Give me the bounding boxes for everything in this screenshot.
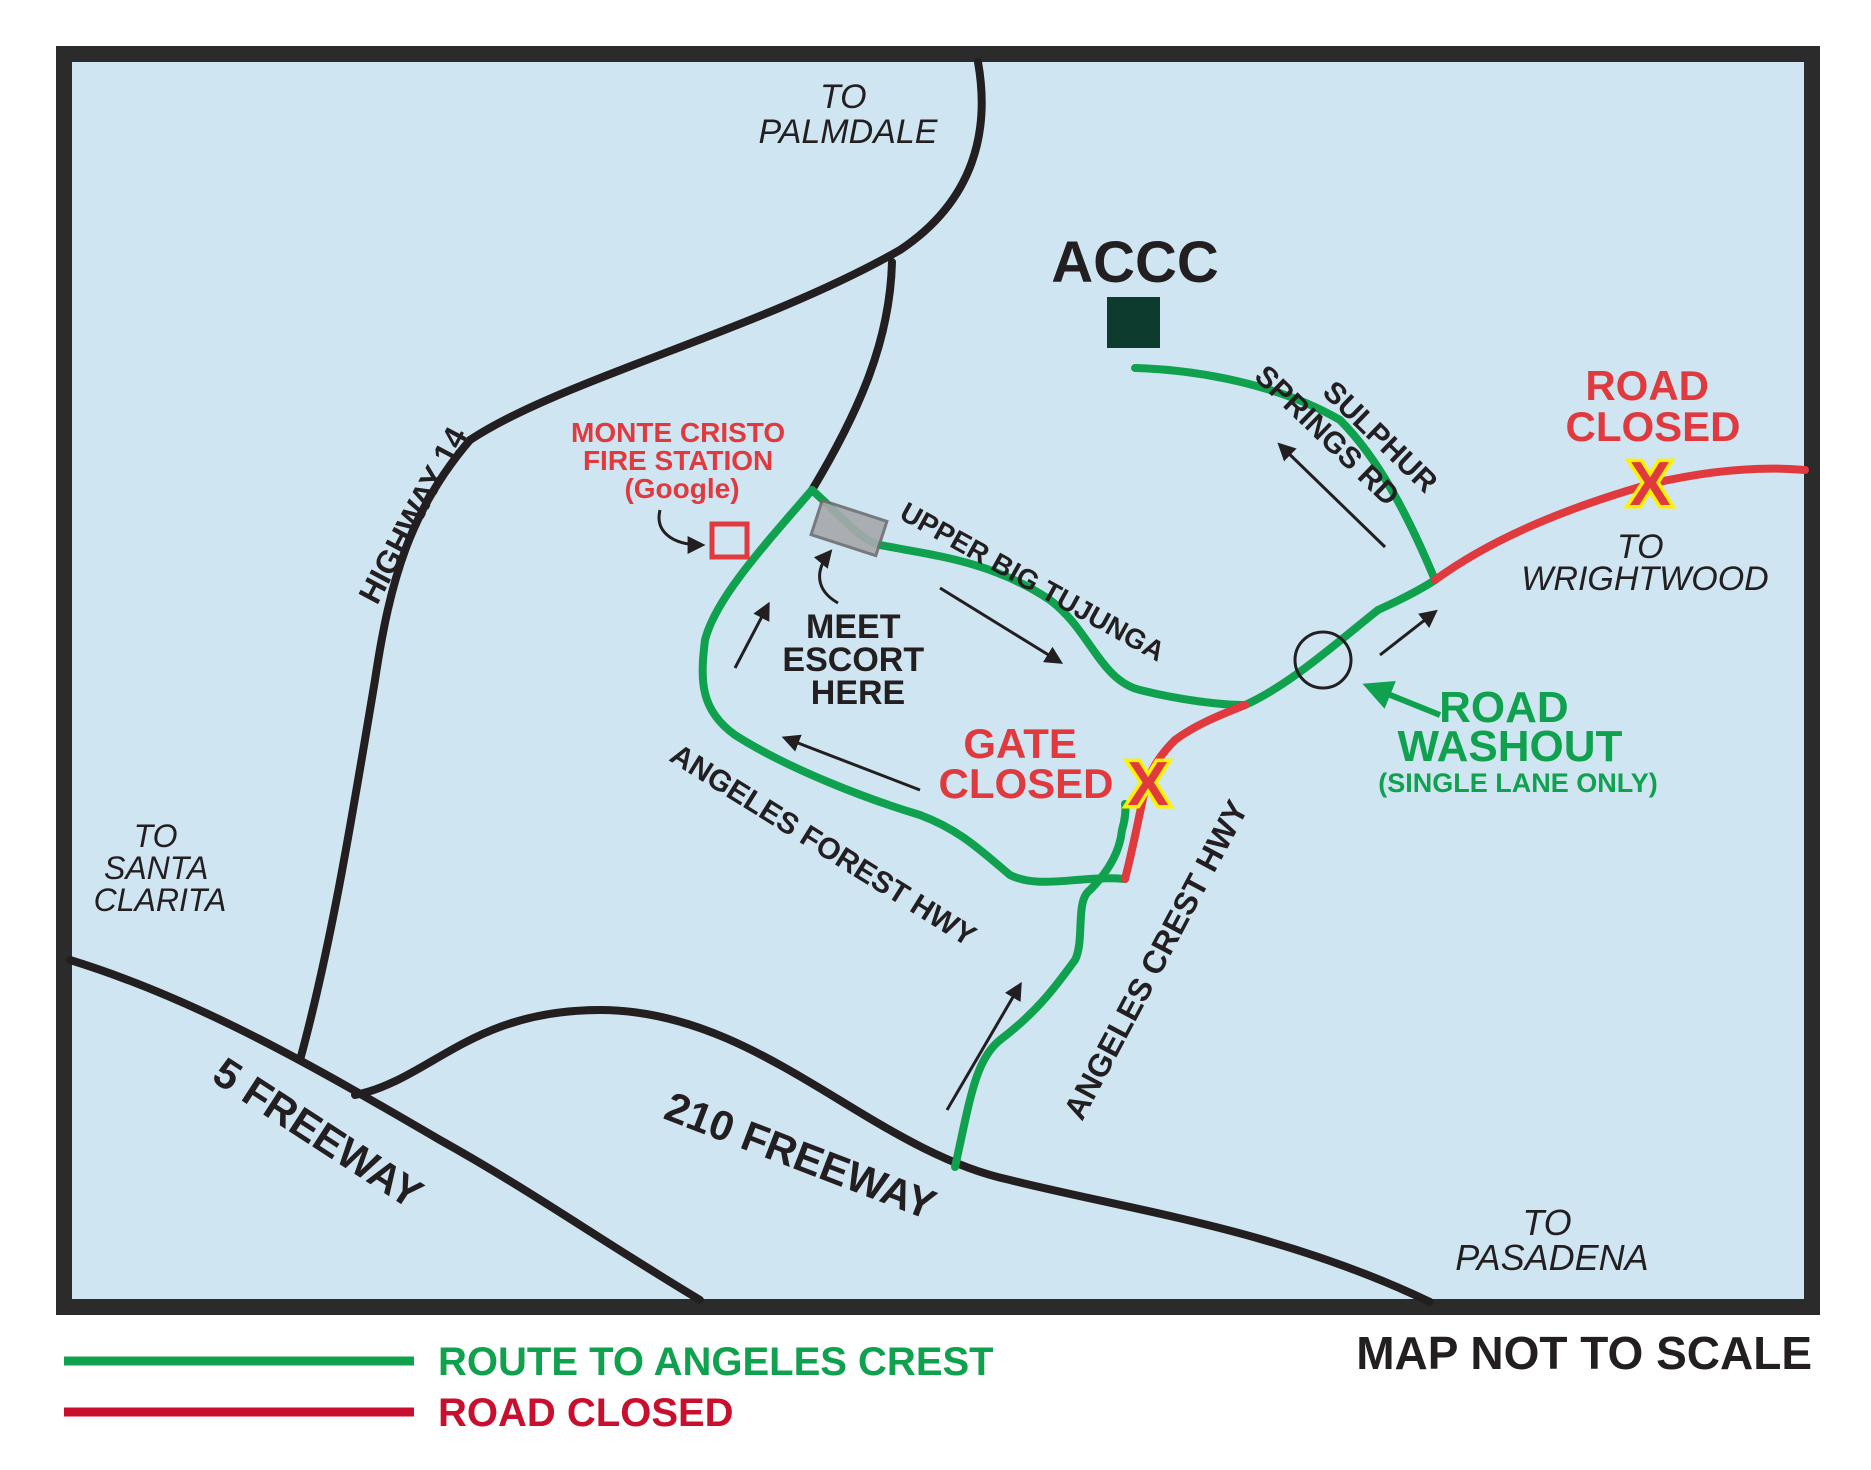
legend-route-label: ROUTE TO ANGELES CREST [438,1340,994,1384]
washout-note-label: (SINGLE LANE ONLY) [1378,768,1658,798]
to-wrightwood-label: TO WRIGHTWOOD [1521,528,1768,598]
route-angeles-crest-hwy-upper [1241,576,1439,709]
to-santa-clarita-label: TO SANTA CLARITA [94,818,227,918]
freeway-210-road [351,1006,1434,1306]
arrow-crest-up [945,981,1022,1111]
legend-closed-label: ROAD CLOSED [438,1391,734,1435]
to-palmdale-label: TO PALMDALE [759,78,938,151]
accc-square [1107,297,1160,348]
route-angeles-forest-hwy [698,486,1129,886]
scale-note-label: MAP NOT TO SCALE [1356,1327,1812,1379]
arrow-sulphur-up [1277,442,1387,549]
road-washout-label: ROAD WASHOUT [1398,683,1623,771]
arrow-tujunga-down [939,586,1064,664]
route-sulphur-springs-rd [1131,364,1439,584]
svg-text:X: X [1127,750,1168,819]
arrow-meet-escort [813,549,839,605]
road-to-palmdale [466,58,986,444]
arrow-washout [1362,681,1442,718]
map-legend: ROUTE TO ANGELES CREST ROAD CLOSED MAP N… [64,1327,1812,1435]
closed-gate-segment [1121,701,1249,883]
fire-station-label: MONTE CRISTO FIRE STATION (Google) [571,417,793,504]
closed-wrightwood-segment [1431,464,1809,584]
gate-closed-x-mark: X [1124,747,1172,823]
meet-escort-label: MEET ESCORT HERE [782,608,933,712]
gate-closed-label: GATE CLOSED [938,720,1113,807]
to-pasadena-label: TO PASADENA [1455,1202,1648,1278]
washout-circle [1293,630,1353,690]
route-angeles-crest-hwy-lower [951,800,1130,1171]
meet-escort-box [809,498,889,558]
fire-station-square [709,521,750,560]
freeway-5-road [66,956,704,1304]
svg-text:X: X [1629,450,1670,519]
accc-label: ACCC [1051,230,1219,295]
highway-14-road [296,436,474,1064]
road-closed-x-mark: X [1626,447,1674,523]
road-closed-label: ROAD CLOSED [1565,362,1740,450]
arrow-forest-left [781,734,921,792]
arrow-wrightwood-up [1379,609,1438,657]
arrow-fire-station [657,509,706,554]
fire-station-road [808,258,896,494]
arrow-forest-up [733,601,770,669]
